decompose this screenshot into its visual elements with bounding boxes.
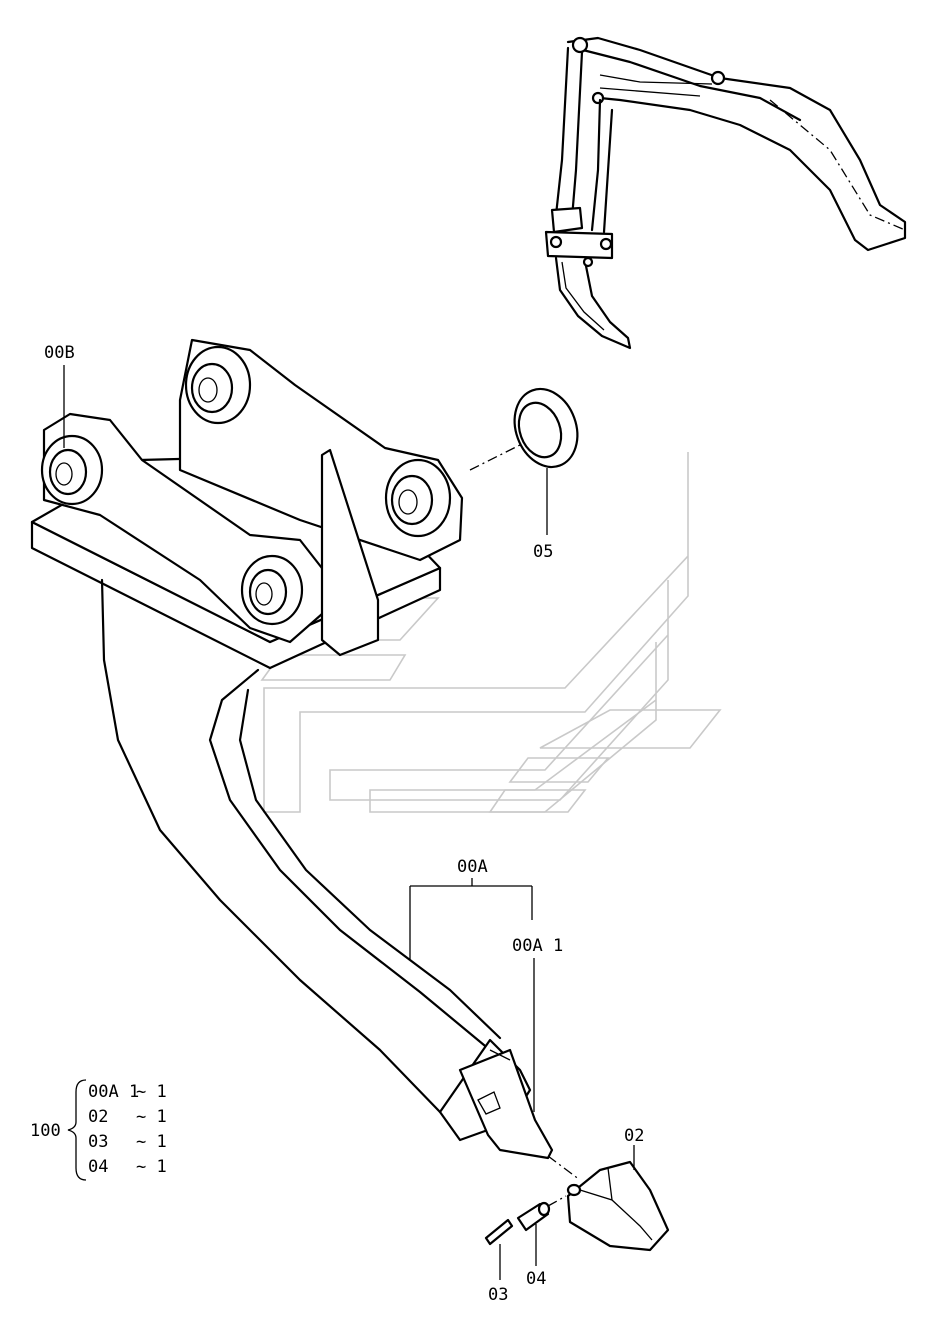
pin-03-and-lock-04 bbox=[484, 1195, 567, 1246]
watermark-logo bbox=[260, 452, 722, 813]
label-00B: 00B bbox=[44, 343, 75, 363]
kit-part-0: 00A 1 bbox=[88, 1082, 139, 1102]
kit-part-1: 02 bbox=[88, 1107, 108, 1127]
label-00A: 00A bbox=[457, 857, 488, 877]
kit-qty-2: ~ 1 bbox=[136, 1132, 167, 1152]
label-05: 05 bbox=[533, 542, 553, 562]
label-03: 03 bbox=[488, 1285, 508, 1305]
kit-list: 00A 1 ~ 1 02 ~ 1 03 ~ 1 04 ~ 1 bbox=[88, 1082, 167, 1177]
ripper-tooth-02 bbox=[547, 1155, 670, 1252]
ripper-shank-00A bbox=[100, 578, 554, 1160]
kit-part-2: 03 bbox=[88, 1132, 108, 1152]
leader-lines bbox=[63, 365, 635, 1280]
ripper-bracket-00B bbox=[30, 338, 464, 670]
label-02: 02 bbox=[624, 1126, 644, 1146]
kit-part-3: 04 bbox=[88, 1157, 108, 1177]
label-00A1: 00A 1 bbox=[512, 936, 563, 956]
spacer-ring-05 bbox=[469, 387, 579, 471]
label-100: 100 bbox=[30, 1121, 61, 1141]
kit-qty-0: ~ 1 bbox=[136, 1082, 167, 1102]
label-04: 04 bbox=[526, 1269, 546, 1289]
excavator-arm-illustration bbox=[544, 36, 907, 350]
kit-qty-1: ~ 1 bbox=[136, 1107, 167, 1127]
kit-qty-3: ~ 1 bbox=[136, 1157, 167, 1177]
